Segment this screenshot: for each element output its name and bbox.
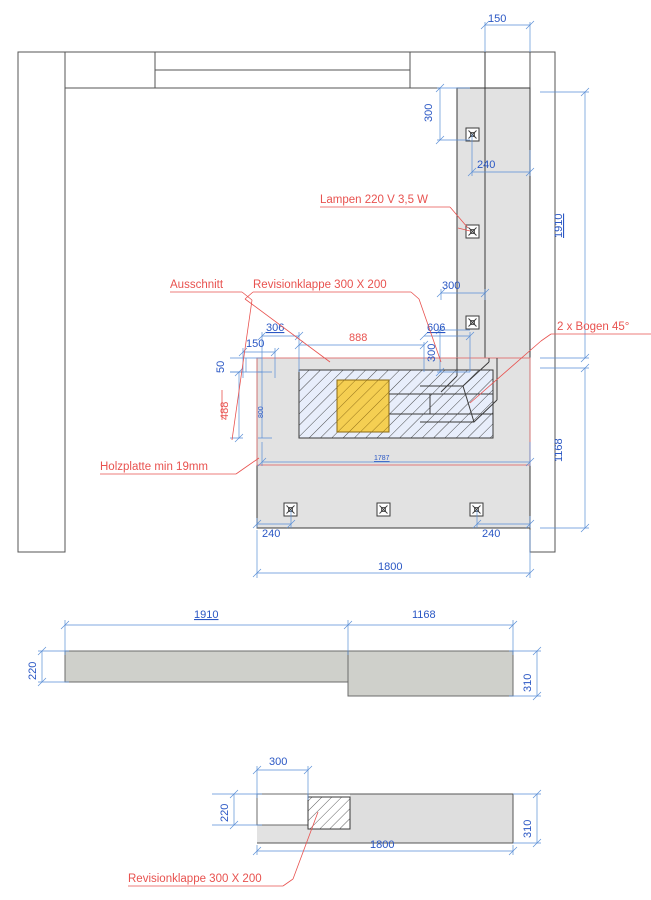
dim-240-upper: 240	[477, 159, 495, 171]
dim-300-top: 300	[423, 104, 435, 122]
lamp-icon	[376, 502, 391, 517]
dim-1787: 1787	[374, 455, 390, 462]
dim-sec-1800: 1800	[370, 839, 394, 851]
annotation-revisionklappe-plan: Revisionklappe 300 X 200	[253, 279, 387, 291]
dim-240-bottom-right: 240	[482, 528, 500, 540]
section-view: 300 220 310 1800 Revisionklappe 300 X 20…	[128, 756, 542, 887]
dim-sec-310: 310	[522, 820, 534, 838]
elevation-view: 1910 1168 220 310	[27, 609, 542, 701]
dim-elev-1168: 1168	[412, 609, 436, 621]
plan-dimension-lines	[230, 20, 590, 578]
plan-lamp-symbols	[283, 127, 484, 517]
annotation-ausschnitt: Ausschnitt	[170, 279, 224, 291]
plan-duct-hatched-section	[298, 358, 498, 439]
dim-1168-right: 1168	[553, 438, 565, 462]
dim-50: 50	[215, 361, 227, 373]
dim-306: 306	[266, 322, 284, 334]
dim-300-mid: 300	[442, 280, 460, 292]
dim-300-duct: 300	[426, 344, 438, 362]
annotation-revisionklappe-section: Revisionklappe 300 X 200	[128, 873, 262, 885]
dim-elev-310: 310	[522, 674, 534, 692]
dim-488: 488	[219, 402, 231, 420]
annotation-holzplatte: Holzplatte min 19mm	[100, 461, 208, 473]
dim-elev-220: 220	[27, 662, 39, 680]
lamp-icon	[465, 224, 480, 239]
lamp-icon	[465, 315, 480, 330]
annotation-bogen: 2 x Bogen 45°	[557, 321, 629, 333]
dim-sec-300: 300	[269, 756, 287, 768]
plan-walls	[17, 51, 556, 553]
dim-1800-bottom: 1800	[378, 561, 402, 573]
lamp-icon	[469, 502, 484, 517]
dim-150-top: 150	[488, 13, 506, 25]
plan-annotations: Lampen 220 V 3,5 W Ausschnitt Revisionkl…	[100, 194, 651, 475]
plan-dimension-texts: 150 300 240 1910 300 1168 306 888 606 30…	[215, 13, 565, 573]
dim-sec-220: 220	[219, 804, 231, 822]
dim-150-left: 150	[246, 338, 264, 350]
dim-606: 606	[427, 322, 445, 334]
dim-1910-right: 1910	[553, 214, 565, 238]
annotation-lampen: Lampen 220 V 3,5 W	[320, 194, 428, 206]
lamp-icon	[465, 127, 480, 142]
dim-888: 888	[349, 332, 367, 344]
dim-elev-1910: 1910	[194, 609, 218, 621]
lamp-icon	[283, 502, 298, 517]
dim-240-bottom-left: 240	[262, 528, 280, 540]
dim-800: 800	[258, 406, 265, 418]
